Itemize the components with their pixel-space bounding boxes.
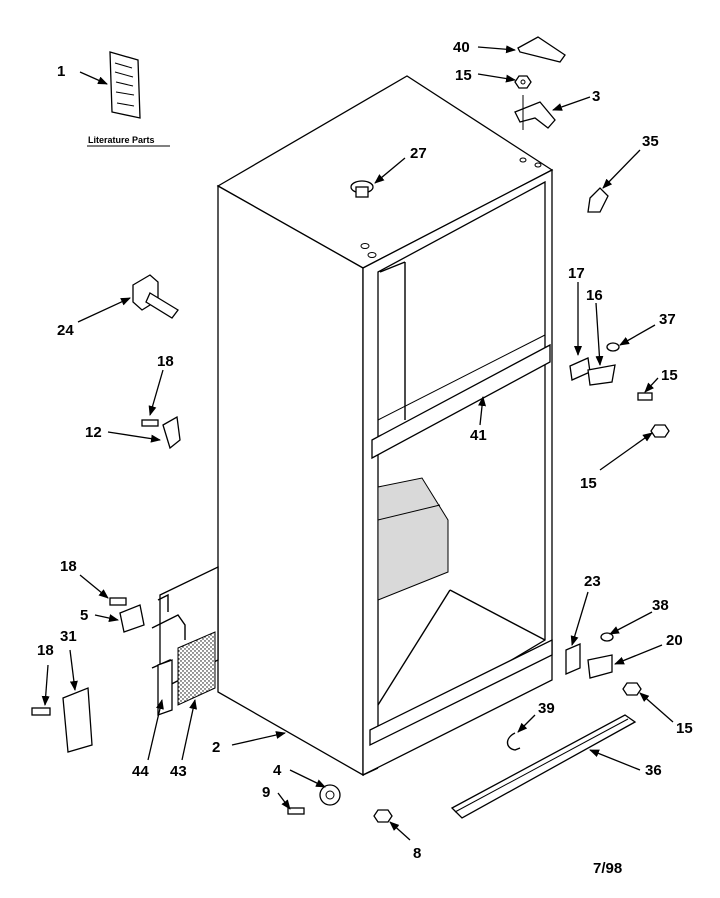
hinge-part-35 bbox=[587, 187, 609, 213]
screw-18b bbox=[109, 597, 127, 606]
callout-39: 39 bbox=[538, 700, 555, 717]
nut-15d bbox=[622, 682, 642, 696]
callout-15: 15 bbox=[676, 720, 693, 737]
callout-5: 5 bbox=[80, 607, 88, 624]
callout-12: 12 bbox=[85, 424, 102, 441]
callout-8: 8 bbox=[413, 845, 421, 862]
date-code: 7/98 bbox=[593, 860, 622, 877]
callout-23: 23 bbox=[584, 573, 601, 590]
divider-rail bbox=[371, 343, 551, 460]
callout-31: 31 bbox=[60, 628, 77, 645]
cover-31 bbox=[62, 687, 93, 753]
callout-36: 36 bbox=[645, 762, 662, 779]
washer-38 bbox=[600, 632, 614, 642]
callout-1: 1 bbox=[57, 63, 65, 80]
part-24 bbox=[132, 274, 179, 319]
callout-37: 37 bbox=[659, 311, 676, 328]
callout-17: 17 bbox=[568, 265, 585, 282]
screw-18a bbox=[141, 419, 159, 427]
screw-9 bbox=[287, 807, 305, 815]
callout-15: 15 bbox=[455, 67, 472, 84]
plug-27 bbox=[350, 180, 374, 198]
literature-label: Literature Parts bbox=[88, 135, 155, 145]
callout-18: 18 bbox=[157, 353, 174, 370]
top-hinge-3 bbox=[514, 95, 556, 130]
literature-parts-card bbox=[109, 51, 141, 119]
middle-hinge-16 bbox=[587, 364, 616, 386]
cabinet-left-side bbox=[217, 184, 364, 777]
washer-37 bbox=[606, 342, 620, 352]
leader-arrows bbox=[41, 45, 674, 841]
cabinet bbox=[159, 75, 554, 777]
callout-35: 35 bbox=[642, 133, 659, 150]
callout-41: 41 bbox=[470, 427, 487, 444]
nut-8 bbox=[373, 809, 393, 823]
bottom-hinge-23 bbox=[565, 643, 581, 675]
bottom-hinge-20 bbox=[587, 654, 613, 679]
callout-16: 16 bbox=[586, 287, 603, 304]
callout-15: 15 bbox=[580, 475, 597, 492]
callout-40: 40 bbox=[453, 39, 470, 56]
callout-24: 24 bbox=[57, 322, 74, 339]
hinge-cover-40 bbox=[517, 36, 566, 63]
grille-36 bbox=[450, 714, 637, 819]
callout-2: 2 bbox=[212, 739, 220, 756]
bracket-12 bbox=[162, 415, 181, 450]
callout-15: 15 bbox=[661, 367, 678, 384]
callout-3: 3 bbox=[592, 88, 600, 105]
screw-15b bbox=[637, 392, 653, 401]
callout-38: 38 bbox=[652, 597, 669, 614]
clip-39 bbox=[506, 732, 521, 751]
callout-18: 18 bbox=[60, 558, 77, 575]
hinge-5 bbox=[119, 604, 145, 633]
freezer-liner-block bbox=[377, 477, 449, 601]
callout-43: 43 bbox=[170, 763, 187, 780]
callout-27: 27 bbox=[410, 145, 427, 162]
insulation-43 bbox=[177, 631, 216, 706]
callout-9: 9 bbox=[262, 784, 270, 801]
nut-15-top bbox=[514, 75, 532, 89]
roller-4 bbox=[319, 784, 341, 806]
screw-18c bbox=[31, 707, 51, 716]
callout-44: 44 bbox=[132, 763, 149, 780]
callout-18: 18 bbox=[37, 642, 54, 659]
nut-15c bbox=[650, 424, 670, 438]
callout-20: 20 bbox=[666, 632, 683, 649]
middle-hinge-17 bbox=[569, 357, 591, 381]
callout-4: 4 bbox=[273, 762, 282, 779]
